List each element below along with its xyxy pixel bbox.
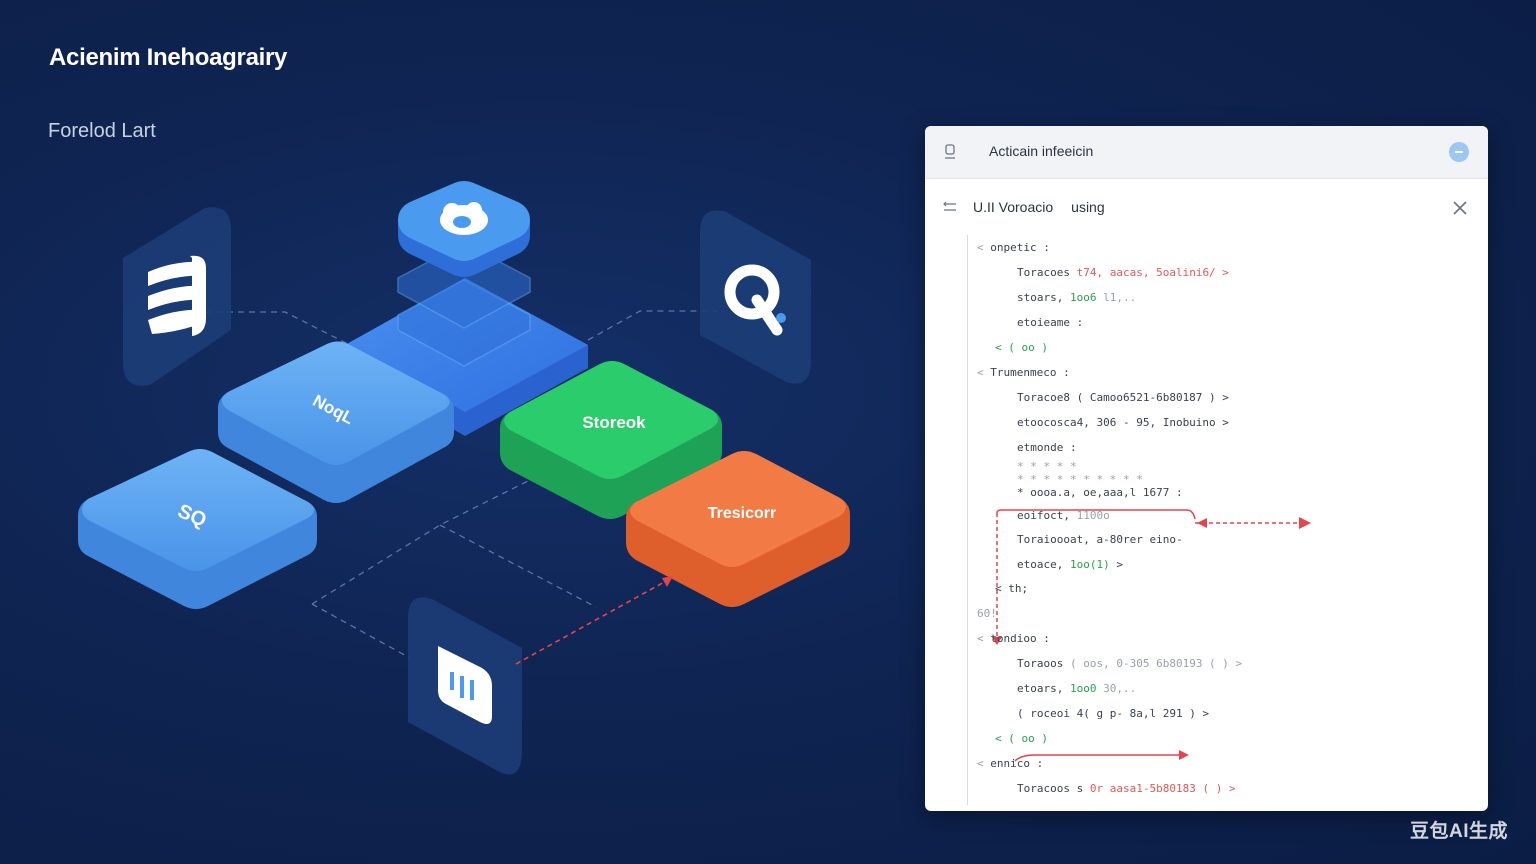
code-line: < Trumenmeco : [977, 366, 1070, 380]
code-token: onpetic : [990, 241, 1050, 254]
query-search-icon [700, 210, 811, 384]
code-token: ( oos, 0-305 6b80193 ( ) > [1069, 657, 1243, 670]
code-token: < ( oo ) [995, 341, 1048, 354]
code-token: 1oo6 [1069, 291, 1104, 304]
code-token: < ( oo ) [995, 732, 1048, 745]
code-token: tondioo : [990, 632, 1050, 645]
page-subtitle: Forelod Lart [48, 120, 156, 142]
code-line: etmonde : [1017, 441, 1077, 455]
code-line: ( roceoi 4( g p- 8a,l 291 ) > [1017, 707, 1209, 721]
node-storage-label: Storeok [582, 413, 646, 432]
code-token: Toracoes [1017, 266, 1077, 279]
code-line: * oooa.a, oe,aaa,l 1677 : [1017, 486, 1183, 500]
code-token: Toracoos s [1017, 782, 1090, 795]
watermark: 豆包AI生成 [1409, 821, 1508, 842]
node-transaction[interactable]: Tresicorr [626, 451, 850, 607]
node-nosql[interactable]: NoqL [218, 341, 454, 504]
code-line: < ( oo ) [995, 341, 1048, 355]
code-line: < ennico : [977, 757, 1043, 771]
indent-guide [967, 235, 968, 805]
page-title: Acienim Inehoagrairy [49, 44, 288, 71]
cloud-stack-icon [397, 181, 531, 367]
code-line: < ( oo ) [995, 732, 1048, 746]
code-token: Toracoe8 ( Camoo6521-6b80187 ) > [1017, 391, 1229, 404]
code-token: ennico : [990, 757, 1044, 770]
code-token: stoars, [1017, 291, 1070, 304]
document-icon [945, 144, 955, 159]
close-icon[interactable] [1452, 200, 1468, 216]
code-line: Toraioooat, a-80rer eino- [1017, 533, 1183, 547]
code-line: etoace, 1oo(1) > [1017, 558, 1123, 572]
code-line: * * * * * * * * * * [1017, 473, 1143, 487]
code-line: 60! [977, 607, 997, 621]
code-token: < [977, 757, 991, 770]
database-stack-icon [123, 207, 231, 386]
node-sql[interactable]: SQ [78, 449, 317, 609]
code-line: stoars, 1oo6 l1,.. [1017, 291, 1136, 305]
code-token: 60! [977, 607, 997, 620]
code-line: etoieame : [1017, 316, 1083, 330]
node-storage[interactable]: Storeok [500, 361, 722, 519]
code-token: * oooa.a, oe,aaa,l 1677 : [1017, 486, 1183, 499]
sort-icon[interactable] [943, 201, 957, 213]
code-token: ( roceoi 4( g [1017, 707, 1110, 720]
code-line: Toracoes t74, aacas, 5oalini6/ > [1017, 266, 1229, 280]
code-token: 1oo0 [1069, 682, 1104, 695]
code-token: < th; [995, 582, 1029, 595]
code-line: etoocosca4, 306 - 95, Inobuino > [1017, 416, 1229, 430]
toolbar-label-main: U.II Voroacio [973, 199, 1054, 215]
code-token: etoace, [1017, 558, 1070, 571]
code-token: 30,.. [1103, 682, 1137, 695]
code-token: etoars, [1017, 682, 1070, 695]
code-line: < tondioo : [977, 632, 1050, 646]
code-line: Toraoos ( oos, 0-305 6b80193 ( ) > [1017, 657, 1242, 671]
panel-header: Acticain infeeicin [925, 126, 1488, 179]
code-token: t74, aacas, 5oalini6/ > [1076, 266, 1229, 279]
code-token: Trumenmeco : [990, 366, 1070, 379]
code-line: etoars, 1oo0 30,.. [1017, 682, 1136, 696]
code-token: etoocosca4, 306 - 95, Inobuino > [1017, 416, 1229, 429]
panel-title: Acticain infeeicin [989, 143, 1094, 159]
code-token: l1,.. [1103, 291, 1137, 304]
code-token: < [977, 241, 991, 254]
code-token: 0r aasa1-5b80183 ( ) > [1089, 782, 1236, 795]
code-token: * * * * * * * * * * [1017, 473, 1143, 486]
dashed-connectors [205, 310, 718, 659]
toolbar-label-suffix: using [1071, 199, 1105, 215]
node-transaction-label: Tresicorr [708, 505, 776, 522]
code-token: 1oo(1) [1069, 558, 1110, 571]
architecture-diagram: NoqL SQ Storeok Tresicorr [78, 181, 850, 775]
code-token: etmonde : [1017, 441, 1077, 454]
code-line: < th; [995, 582, 1028, 596]
code-token: Toraioooat, a-80rer eino- [1017, 533, 1183, 546]
code-line: Toracoe8 ( Camoo6521-6b80187 ) > [1017, 391, 1229, 405]
toolbar-label: U.II Voroacio using [973, 199, 1105, 215]
code-annotation-arrows [992, 509, 1311, 762]
code-token: etoieame : [1017, 316, 1084, 329]
minimize-button[interactable] [1449, 142, 1469, 162]
code-token: eoifoct, [1017, 509, 1077, 522]
code-token: * * * * * [1017, 460, 1077, 473]
code-token: p- 8a,l 291 ) > [1109, 707, 1210, 720]
bar-chart-icon [408, 597, 522, 775]
code-token: < [977, 366, 991, 379]
code-line: * * * * * [1017, 460, 1077, 474]
code-line: Toracoos s 0r aasa1-5b80183 ( ) > [1017, 782, 1236, 796]
panel-toolbar: U.II Voroacio using [925, 179, 1488, 235]
code-line: < onpetic : [977, 241, 1050, 255]
code-token: < [977, 632, 991, 645]
code-line: eoifoct, 1100o [1017, 509, 1110, 523]
code-token: 1100o [1076, 509, 1110, 522]
code-token: > [1109, 558, 1123, 571]
red-dashed-arrow [515, 576, 673, 665]
code-token: Toraoos [1017, 657, 1070, 670]
code-view: < onpetic : Toracoes t74, aacas, 5oalini6… [925, 235, 1488, 811]
info-panel: Acticain infeeicin U.II Voroacio using < … [925, 126, 1488, 811]
